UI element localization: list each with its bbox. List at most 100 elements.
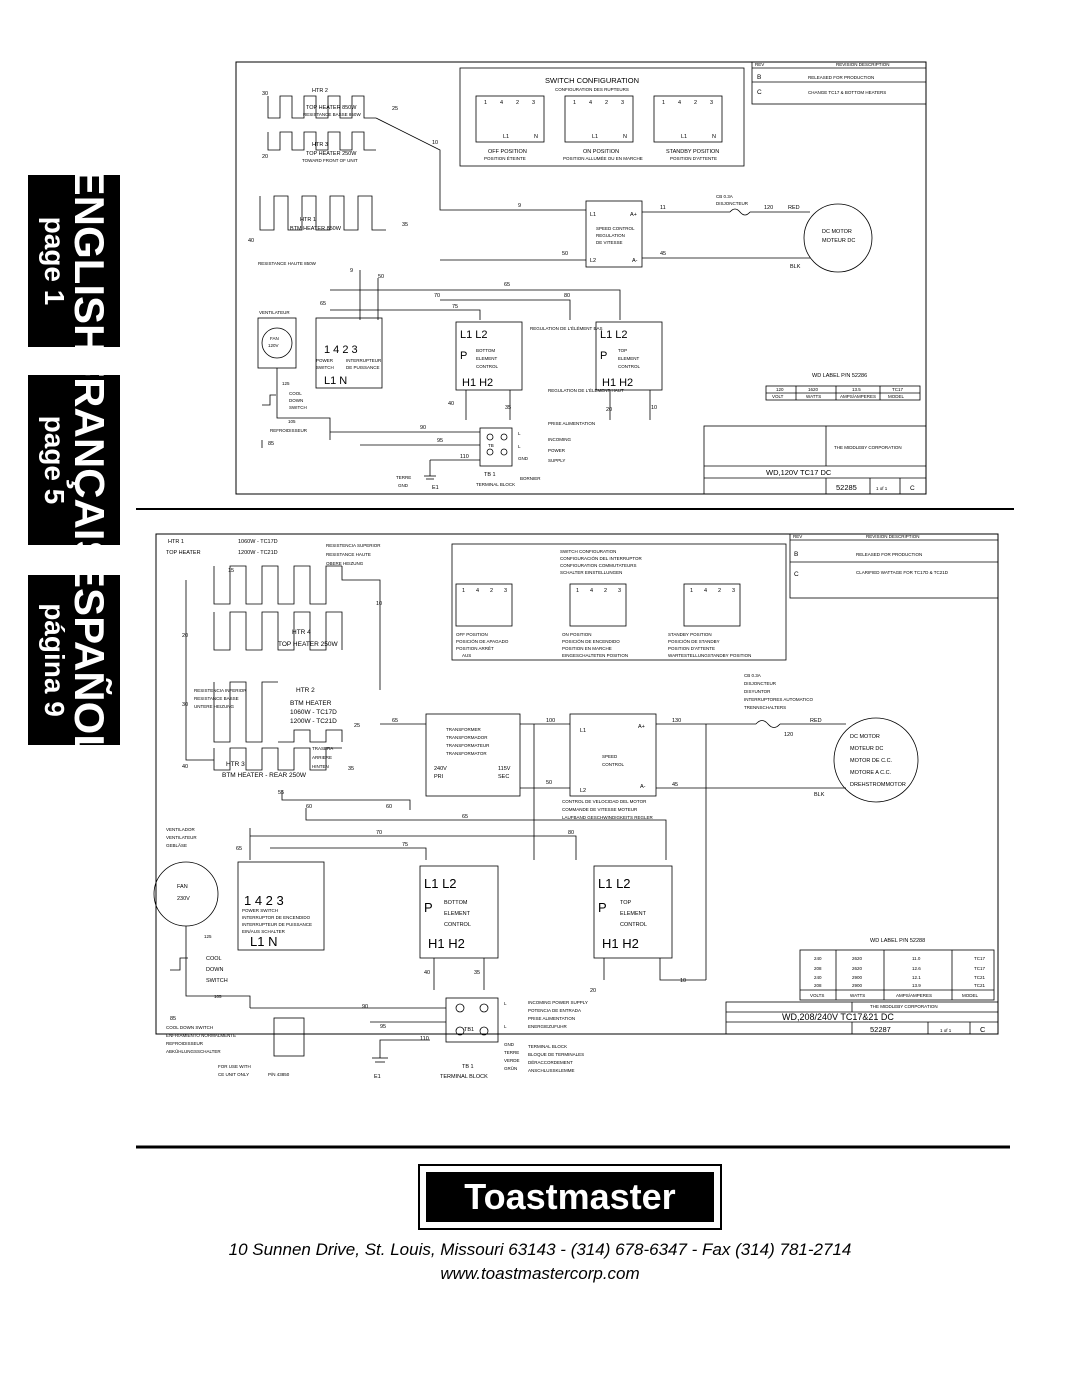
svg-text:A-: A- xyxy=(632,258,638,264)
incoming-de: ENERGIEZUFUHR xyxy=(528,1024,568,1029)
rating-hdr: VOLT xyxy=(772,394,784,399)
for-use-label: FOR USE WITH xyxy=(218,1064,251,1069)
off-de: AUS xyxy=(462,653,471,658)
svg-text:70: 70 xyxy=(434,293,440,299)
speed-label: SPEED xyxy=(602,754,618,759)
rating-hdr: VOLTS xyxy=(810,993,824,998)
tb-es: BLOQUE DE TERMINALES xyxy=(528,1052,584,1057)
element-label: ELEMENT xyxy=(618,356,640,361)
svg-text:20: 20 xyxy=(590,988,596,994)
cool-ml-de: ABKÜHLUNGSSCHALTER xyxy=(166,1048,221,1054)
svg-text:2: 2 xyxy=(694,100,697,106)
rating-hdr: AMPS/AMPERES xyxy=(840,394,876,399)
motor-es: MOTOR DE C.C. xyxy=(850,758,893,764)
svg-text:L2: L2 xyxy=(580,788,586,794)
sw-config-fr: CONFIGURATION COMMUTATEURS xyxy=(560,563,637,568)
svg-text:110: 110 xyxy=(460,454,469,460)
pri-label: PRI xyxy=(434,774,444,780)
svg-text:25: 25 xyxy=(392,106,398,112)
svg-text:55: 55 xyxy=(278,790,284,796)
res-sup-label: RESISTENCIA SUPERIOR xyxy=(326,543,381,548)
svg-text:2: 2 xyxy=(605,100,608,106)
vitesse-label: DE VITESSE xyxy=(596,240,623,245)
rating-cell: 240 xyxy=(814,956,822,961)
bornier-label: BORNIER xyxy=(520,476,541,481)
rating-cell: 2620 xyxy=(852,966,863,971)
psw-fr: INTERRUPTEUR DE PUISSANCE xyxy=(242,922,312,927)
transformer-de: TRANSFORMATOR xyxy=(446,751,487,756)
company-address: 10 Sunnen Drive, St. Louis, Missouri 631… xyxy=(228,1240,852,1259)
svg-text:65: 65 xyxy=(320,301,326,307)
control-label: CONTROL xyxy=(620,922,647,928)
element-label: ELEMENT xyxy=(476,356,498,361)
off-fr: POSITION ARRÊT xyxy=(456,644,494,651)
svg-text:3: 3 xyxy=(621,100,624,106)
fan-voltage-label: 230V xyxy=(177,896,190,902)
svg-text:L1 L2: L1 L2 xyxy=(460,329,488,341)
top-label: TOP xyxy=(618,348,627,353)
svg-text:1 4 2 3: 1 4 2 3 xyxy=(324,344,358,356)
svg-text:65: 65 xyxy=(462,814,468,820)
revision-letter: C xyxy=(910,485,915,492)
sw-config-en: SWITCH CONFIGURATION xyxy=(560,549,616,554)
svg-text:80: 80 xyxy=(564,293,570,299)
svg-text:2: 2 xyxy=(516,100,519,106)
svg-text:125: 125 xyxy=(204,934,212,939)
regulation-bas-label: REGULATION DE L'ÉLÉMENT BAS xyxy=(530,325,602,331)
dc-motor-label: DC MOTOR xyxy=(822,229,852,235)
speed-ml-es: CONTROL DE VELOCIDAD DEL MOTOR xyxy=(562,799,647,804)
element-label: ELEMENT xyxy=(620,911,647,917)
svg-text:20: 20 xyxy=(262,154,268,160)
svg-text:20: 20 xyxy=(182,633,188,639)
svg-text:30: 30 xyxy=(262,91,268,97)
terre-label: TERRE xyxy=(396,475,411,480)
svg-text:4: 4 xyxy=(589,100,592,106)
off-position: OFF POSITION xyxy=(488,149,527,155)
control-label: CONTROL xyxy=(444,922,471,928)
interrupteur-label: INTERRUPTEUR xyxy=(346,358,382,363)
watt-tc21d: 1200W - TC21D xyxy=(238,550,278,556)
drawing-title: WD,208/240V TC17&21 DC xyxy=(782,1012,894,1022)
rev-letter: C xyxy=(757,89,762,96)
rating-volt: 120 xyxy=(776,387,784,392)
svg-text:10: 10 xyxy=(651,405,657,411)
svg-text:H1 H2: H1 H2 xyxy=(602,377,633,389)
rating-cell: TC17 xyxy=(974,956,986,961)
svg-text:L: L xyxy=(504,1024,507,1029)
circuit-breaker-label: CB 0.3A xyxy=(716,194,733,199)
rating-hdr: WATTS xyxy=(850,993,865,998)
svg-text:L: L xyxy=(518,431,521,436)
svg-text:35: 35 xyxy=(402,222,408,228)
terminal-block-label: TERMINAL BLOCK xyxy=(440,1074,488,1080)
speed-ml-fr: COMMANDE DE VITESSE MOTEUR xyxy=(562,807,638,812)
wiring-diagram-208-240v: HTR 1 TOP HEATER 1060W - TC17D 1200W - T… xyxy=(153,533,999,1080)
prise-label: PRISE ALIMENTATION xyxy=(548,421,595,426)
cool-down-switch-label: SWITCH xyxy=(289,405,307,410)
gnd-en: GND xyxy=(504,1042,515,1047)
on-position-fr: POSITION ALLUMÉE OU EN MARCHE xyxy=(563,155,643,161)
svg-text:50: 50 xyxy=(378,274,384,280)
incoming-en: INCOMING POWER SUPPLY xyxy=(528,1000,588,1005)
svg-text:3: 3 xyxy=(504,588,507,594)
rev-description: CLARIFIED WATTAGE FOR TC17D & TC21D xyxy=(856,570,949,575)
arriere-label: ARRIERE xyxy=(312,755,332,760)
rating-cell: TC21 xyxy=(974,975,986,980)
gnd-fr: TERRE xyxy=(504,1050,519,1055)
sheet-number: 1 of 1 xyxy=(876,486,888,491)
svg-text:35: 35 xyxy=(505,405,511,411)
gnd-label: GND xyxy=(398,483,409,488)
svg-text:3: 3 xyxy=(532,100,535,106)
svg-text:H1 H2: H1 H2 xyxy=(428,936,465,951)
on-es: POSICIÓN DE ENCENDIDO xyxy=(562,638,620,644)
incoming-fr: PRISE ALIMENTATION xyxy=(528,1016,575,1021)
cb-es: DISYUNTOR xyxy=(744,689,771,694)
rating-cell: TC21 xyxy=(974,983,986,988)
svg-text:1: 1 xyxy=(484,100,487,106)
ce-only-label: CE UNIT ONLY xyxy=(218,1072,249,1077)
sw-config-de: SCHALTER EINSTELLUNGEN xyxy=(560,570,622,575)
company-website[interactable]: www.toastmastercorp.com xyxy=(440,1264,640,1283)
svg-text:H1 H2: H1 H2 xyxy=(602,936,639,951)
